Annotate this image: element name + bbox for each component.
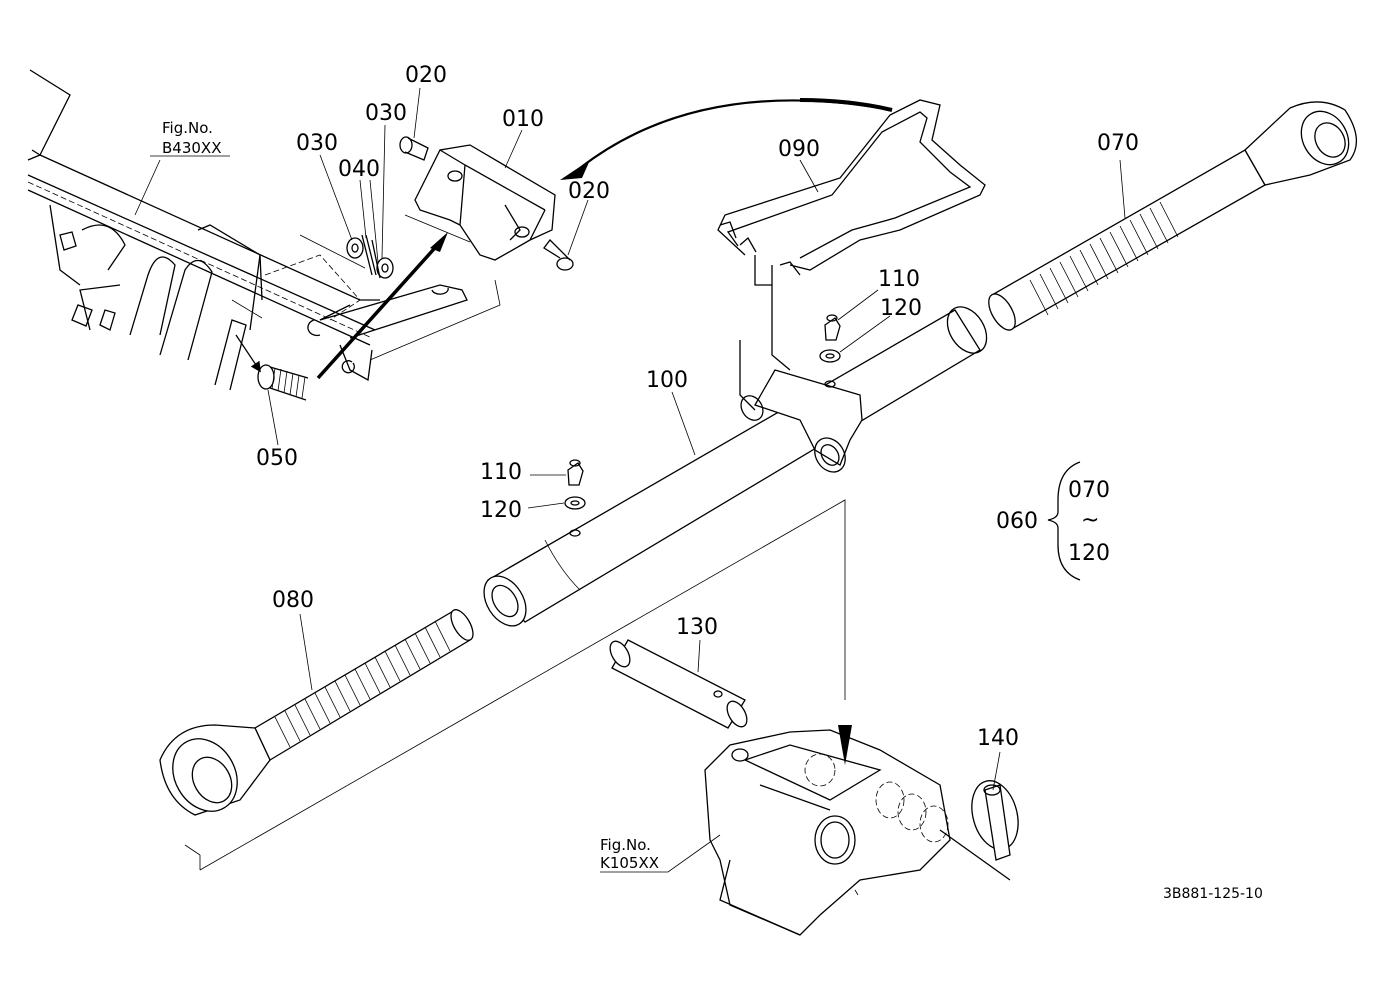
label-110-lower: 110: [480, 460, 522, 485]
alignment-lines: [184, 499, 846, 871]
label-120-range: 120: [1068, 541, 1110, 566]
leader-lines: [134, 87, 1126, 873]
grease-nipple-110-upper: [824, 314, 841, 341]
label-140: 140: [977, 726, 1019, 751]
range-bracket-060: [1047, 461, 1081, 581]
label-070-range: 070: [1068, 478, 1110, 503]
label-030-right: 030: [365, 101, 407, 126]
part-labels: 020 010 020 030 030 040 050 090 070 110 …: [256, 63, 1139, 751]
label-110-upper: 110: [878, 267, 920, 292]
label-040: 040: [338, 157, 380, 182]
label-030-left: 030: [296, 131, 338, 156]
label-090: 090: [778, 137, 820, 162]
cotter-pin-040: [361, 234, 381, 279]
label-range-symbol: ~: [1081, 508, 1099, 533]
thread-080: [274, 620, 451, 748]
handle-090: [717, 99, 986, 411]
tube-100: [483, 306, 988, 627]
pin-020-right: [543, 239, 574, 271]
washer-030-right: [376, 257, 394, 279]
fig-ref-k105-line1: Fig.No.: [600, 836, 651, 854]
spring-050: [235, 334, 309, 401]
bracket-010: [414, 144, 556, 261]
linch-pin-140: [971, 780, 1019, 861]
pin-020-top: [399, 136, 429, 161]
washer-120-upper: [819, 349, 841, 363]
label-120-lower: 120: [480, 498, 522, 523]
label-020-top: 020: [405, 63, 447, 88]
label-060: 060: [996, 509, 1038, 534]
thread-070: [1029, 201, 1179, 316]
mounting-block: [704, 725, 1011, 936]
fig-ref-k105-line2: K105XX: [600, 854, 659, 872]
label-130: 130: [676, 615, 718, 640]
assembly-arrow: [316, 238, 444, 380]
label-020-right: 020: [568, 179, 610, 204]
fig-ref-b430-line1: Fig.No.: [162, 119, 213, 137]
turnbuckle-end-070: [988, 101, 1357, 331]
figure-references: Fig.No. B430XX Fig.No. K105XX: [162, 119, 659, 872]
grease-nipple-110-lower: [567, 459, 584, 486]
document-code: 3B881-125-10: [1163, 886, 1263, 902]
frame-assembly: [27, 69, 501, 391]
label-050: 050: [256, 446, 298, 471]
washer-030-left: [346, 237, 364, 259]
pin-130: [609, 639, 748, 729]
curved-arrow: [579, 99, 893, 169]
turnbuckle-end-080: [159, 609, 474, 816]
label-100: 100: [646, 368, 688, 393]
label-010: 010: [502, 107, 544, 132]
washer-120-lower: [564, 496, 586, 510]
label-120-upper: 120: [880, 296, 922, 321]
label-070: 070: [1097, 131, 1139, 156]
label-080: 080: [272, 588, 314, 613]
fig-ref-b430-line2: B430XX: [162, 139, 221, 157]
